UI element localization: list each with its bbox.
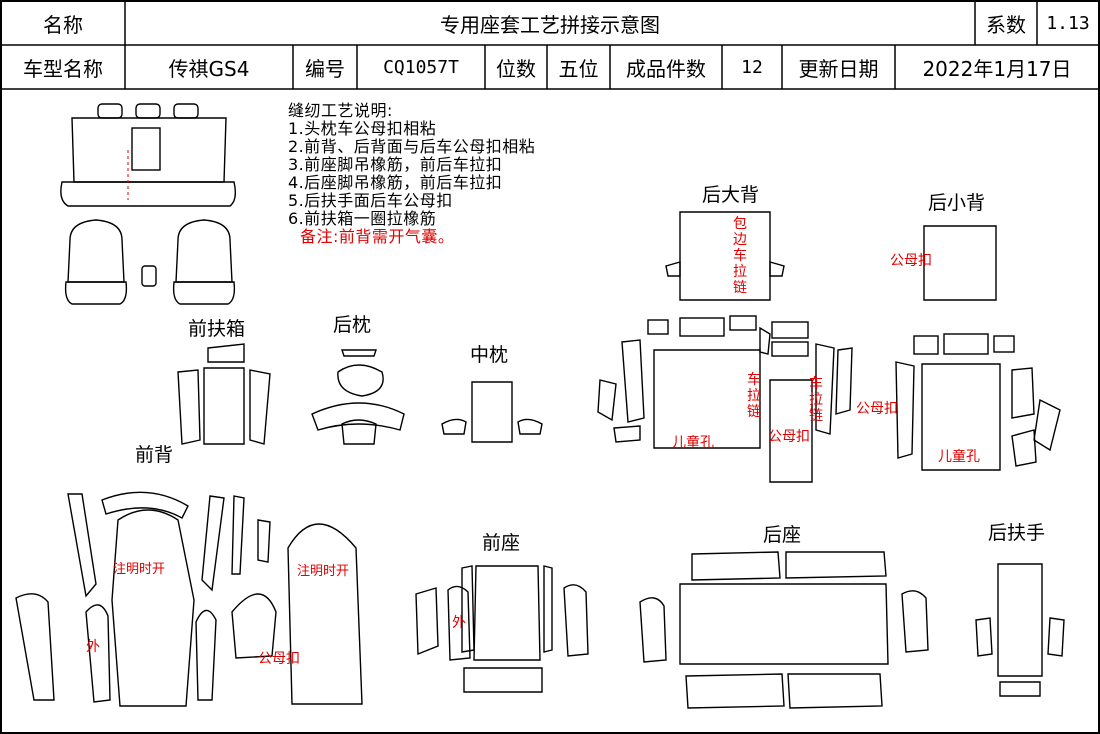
annotation-wrap-edge-zipper: 包边车拉链 xyxy=(733,216,747,296)
date-label: 更新日期 xyxy=(798,56,879,81)
annotation-outer: 外 xyxy=(86,639,100,655)
coef-value: 1.13 xyxy=(1046,12,1090,34)
annotation-car-zipper: 车拉链 xyxy=(809,376,823,424)
rear-bench-overview xyxy=(60,103,237,207)
seats-label: 位数 xyxy=(496,56,536,81)
annotation-note-open: 注明时开 xyxy=(297,564,350,579)
seats-value: 五位 xyxy=(558,56,599,81)
note-item: 2.前背、后背面与后车公母扣相粘 xyxy=(288,137,536,156)
date-value: 2022年1月17日 xyxy=(922,56,1072,81)
front-seat-pieces xyxy=(415,565,589,693)
note-item: 1.头枕车公母扣相粘 xyxy=(288,119,437,138)
model-label: 车型名称 xyxy=(23,56,103,81)
annotation-child-hole: 儿童孔 xyxy=(938,449,980,465)
note-item: 5.后扶手面后车公母扣 xyxy=(288,191,453,210)
rear-small-back-pieces xyxy=(895,225,1061,471)
rear-headrest-pieces xyxy=(311,349,405,445)
section-rear-big-back: 后大背 xyxy=(702,184,760,206)
annotation-snap: 公母扣 xyxy=(856,401,898,417)
annotation-snap: 公母扣 xyxy=(890,253,932,269)
section-rear-headrest: 后枕 xyxy=(333,314,372,336)
name-label: 名称 xyxy=(43,12,83,37)
sheet-title: 专用座套工艺拼接示意图 xyxy=(440,12,660,37)
section-rear-armrest: 后扶手 xyxy=(988,522,1046,544)
section-middle-headrest: 中枕 xyxy=(470,344,509,366)
notes-remark: 备注:前背需开气囊。 xyxy=(300,227,455,246)
section-rear-seat: 后座 xyxy=(763,524,802,546)
front-armrest-box-pieces xyxy=(177,343,271,445)
rear-seat-pieces xyxy=(639,551,929,709)
note-item: 3.前座脚吊橡筋，前后车拉扣 xyxy=(288,155,503,174)
section-front-seat: 前座 xyxy=(482,532,521,554)
annotation-note-open: 注明时开 xyxy=(113,562,166,577)
notes-title: 缝纫工艺说明: xyxy=(288,101,393,120)
front-seats-overview xyxy=(64,219,236,305)
section-front-armrest-box: 前扶箱 xyxy=(188,318,246,340)
coef-label: 系数 xyxy=(986,12,1026,37)
code-value: CQ1057T xyxy=(383,56,459,78)
rear-big-back-pieces xyxy=(597,211,853,483)
annotation-child-hole: 儿童孔 xyxy=(672,435,714,451)
note-item: 4.后座脚吊橡筋，前后车拉扣 xyxy=(288,173,503,192)
middle-headrest-pieces xyxy=(441,381,543,443)
section-rear-small-back: 后小背 xyxy=(928,192,986,214)
code-label: 编号 xyxy=(305,56,345,81)
model-value: 传祺GS4 xyxy=(168,56,250,81)
sewing-notes: 缝纫工艺说明: 1.头枕车公母扣相粘 2.前背、后背面与后车公母扣相粘 3.前座… xyxy=(288,102,535,246)
front-back-pieces xyxy=(15,491,363,707)
section-front-back: 前背 xyxy=(135,444,174,466)
count-value: 12 xyxy=(741,56,763,78)
annotation-outer: 外 xyxy=(452,615,466,631)
rear-armrest-pieces xyxy=(975,563,1065,697)
annotation-snap: 公母扣 xyxy=(768,429,810,445)
note-item: 6.前扶箱一圈拉橡筋 xyxy=(288,209,437,228)
count-label: 成品件数 xyxy=(626,56,706,81)
annotation-car-zipper: 车拉链 xyxy=(747,372,761,420)
annotation-snap: 公母扣 xyxy=(258,651,300,667)
